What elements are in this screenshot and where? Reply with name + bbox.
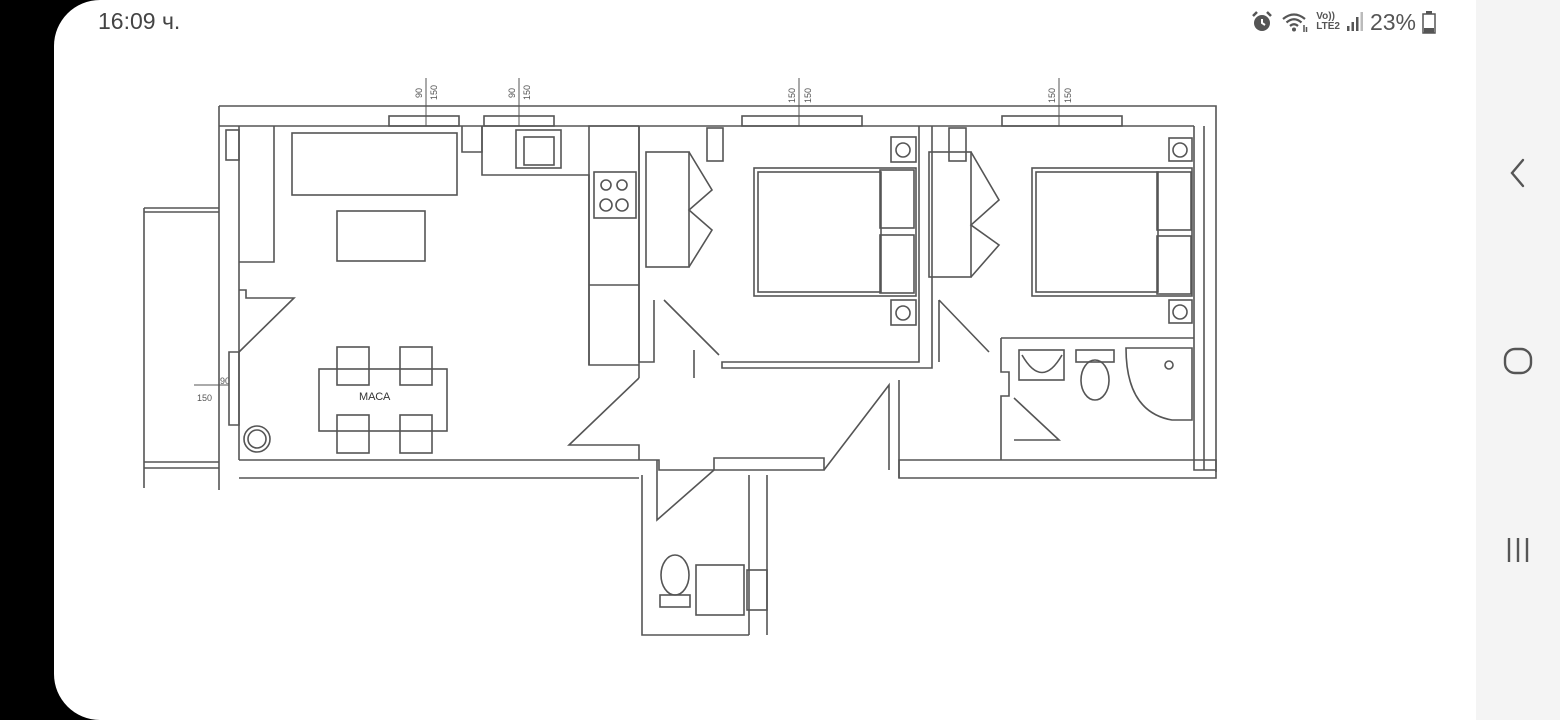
battery-icon [1422,11,1436,34]
status-time: 16:09 ч. [98,8,181,34]
window-1 [388,115,460,127]
dim-door-left-b: 150 [197,393,212,403]
shower [1125,347,1193,421]
cooktop [593,171,637,219]
recents-icon [1507,538,1529,562]
plant [243,425,271,453]
bed-2 [1031,167,1193,297]
dim-window-2-b: 150 [522,85,532,100]
battery-percent: 23% [1369,8,1416,35]
toilet [1080,359,1110,401]
home-icon [1503,347,1533,375]
dim-window-3-a: 150 [787,88,797,103]
dim-window-1-b: 150 [429,85,439,100]
network-volte: Vo)) [1316,11,1335,22]
alarm-icon [1252,11,1273,31]
table-label: МАСА [359,391,391,403]
window-3 [741,115,863,127]
wifi-icon [1282,13,1308,32]
dining-table [318,368,448,432]
back-icon [1510,158,1525,188]
floor-plan[interactable]: 90 150 90 150 150 150 150 150 90 150 МАС… [54,0,1476,720]
home-button[interactable] [1498,341,1538,381]
signal-icon [1346,12,1363,31]
status-icons: Vo)) LTE2 23% [1250,8,1436,36]
back-button[interactable] [1498,153,1538,193]
navigation-bar [1476,0,1560,720]
phone-screen: 16:09 ч. Vo)) LTE2 [54,0,1476,720]
window-4 [1001,115,1123,127]
network-lte: LTE2 [1316,21,1340,32]
dim-window-4-b: 150 [1063,88,1073,103]
sink [1018,349,1065,381]
dim-window-2-a: 90 [507,88,517,98]
bed-1 [753,167,917,297]
network-type: Vo)) LTE2 [1316,12,1340,32]
dim-window-1-a: 90 [414,88,424,98]
status-bar: 16:09 ч. Vo)) LTE2 [54,0,1476,44]
dim-window-3-b: 150 [803,88,813,103]
recents-button[interactable] [1498,530,1538,570]
dim-window-4-a: 150 [1047,88,1057,103]
dim-door-left-a: 90 [220,376,230,386]
washing-machine [695,564,745,616]
